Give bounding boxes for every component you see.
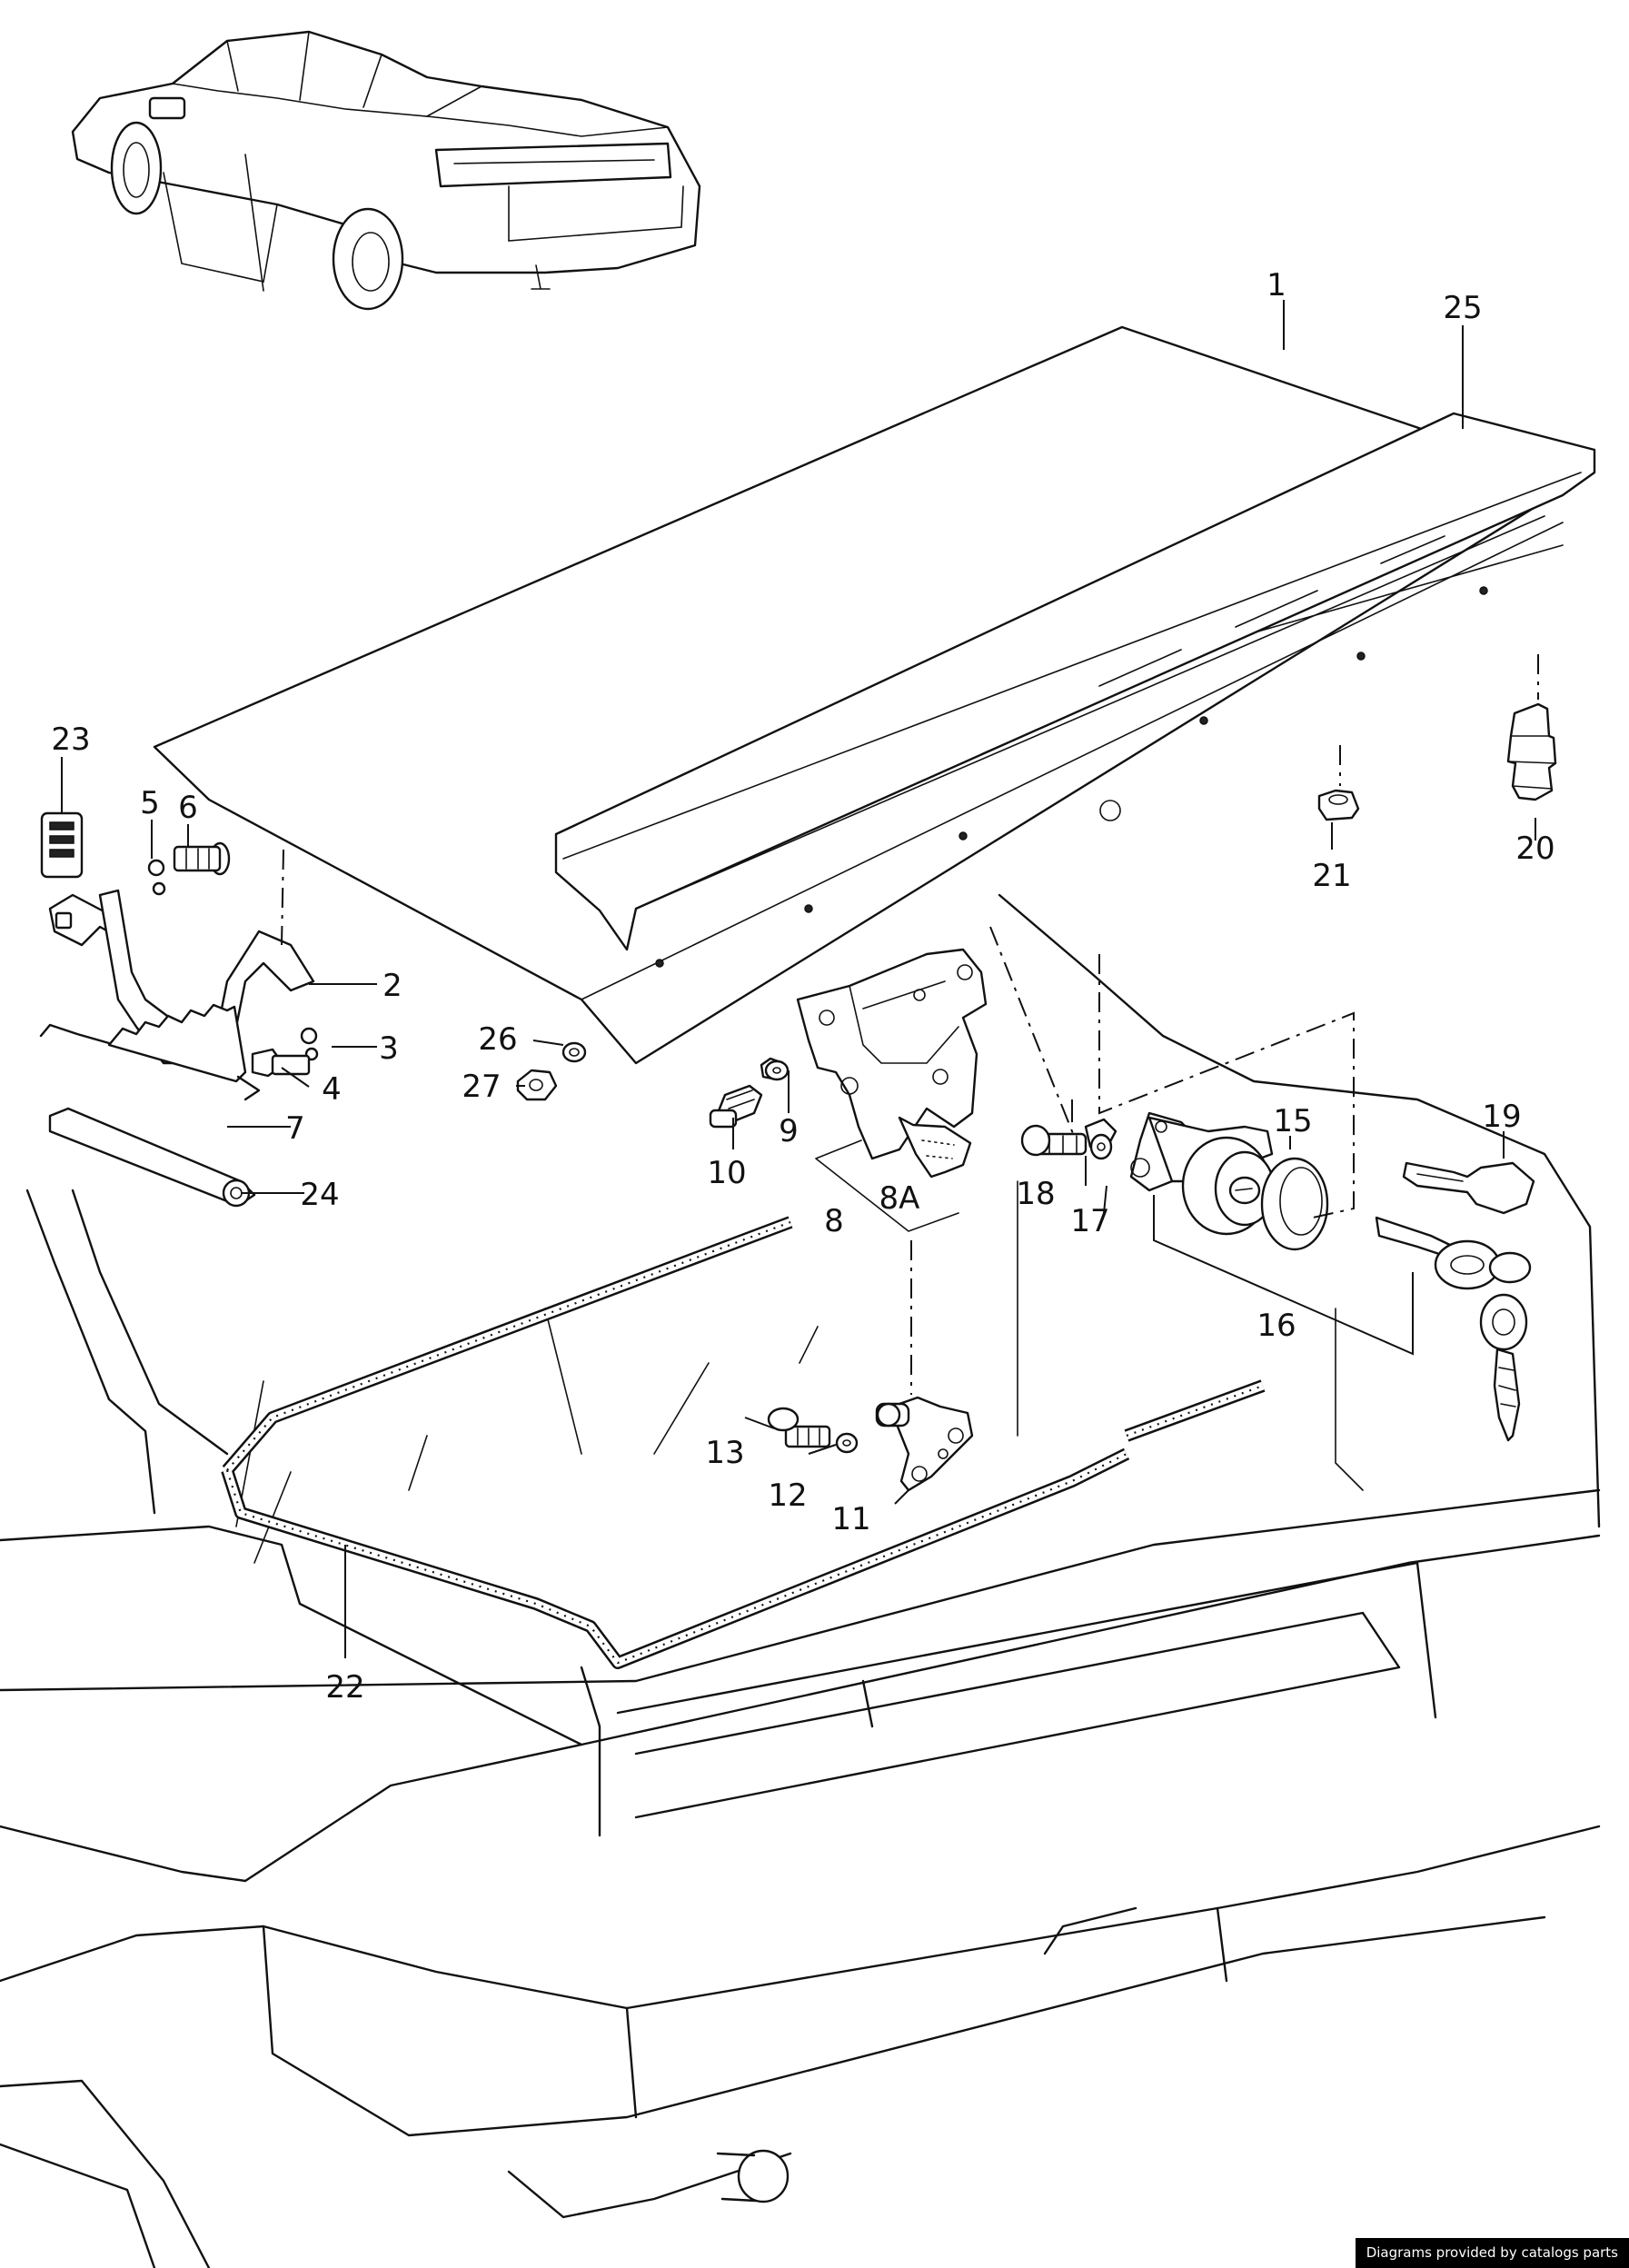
callout-22: 22 [325,1669,364,1706]
car-thumbnail [71,30,701,311]
callout-8: 8 [824,1203,844,1239]
lock-cylinder [1020,954,1535,1442]
washer-nut [516,1041,587,1101]
callout-19: 19 [1482,1099,1521,1135]
striker [767,1396,974,1492]
callout-27: 27 [462,1069,501,1105]
callout-21: 21 [1312,858,1351,894]
callout-26: 26 [478,1021,517,1058]
rubber-stops [1317,654,1557,821]
rear-spoiler [554,412,1596,951]
trunk-seal [221,1216,1266,1669]
callout-11: 11 [831,1501,870,1537]
callout-9: 9 [779,1113,799,1149]
callout-13: 13 [705,1435,744,1471]
callout-23: 23 [51,721,90,758]
callout-24: 24 [300,1177,339,1213]
callout-4: 4 [322,1071,342,1108]
leader-lines [61,300,1536,1658]
callout-15: 15 [1273,1103,1312,1139]
callout-20: 20 [1515,831,1555,867]
callout-3: 3 [379,1030,399,1067]
hinge-assembly [39,811,319,1208]
callout-8a: 8A [879,1180,920,1217]
callout-1: 1 [1266,267,1286,303]
callout-10: 10 [707,1155,746,1191]
callout-labels: 1 25 23 5 6 2 3 4 7 24 26 27 9 10 8A 8 1… [51,267,1555,1706]
callout-16: 16 [1257,1308,1296,1344]
callout-17: 17 [1070,1203,1109,1239]
car-body-outline [0,893,1601,2268]
callout-25: 25 [1443,290,1482,326]
callout-18: 18 [1016,1176,1055,1212]
callout-6: 6 [178,790,198,826]
callout-5: 5 [140,785,160,821]
callout-7: 7 [285,1110,305,1147]
callout-12: 12 [768,1477,807,1514]
callout-2: 2 [382,968,402,1004]
diagram-credit: Diagrams provided by catalogs parts [1355,2238,1629,2268]
trunk-lock [709,926,1082,1395]
